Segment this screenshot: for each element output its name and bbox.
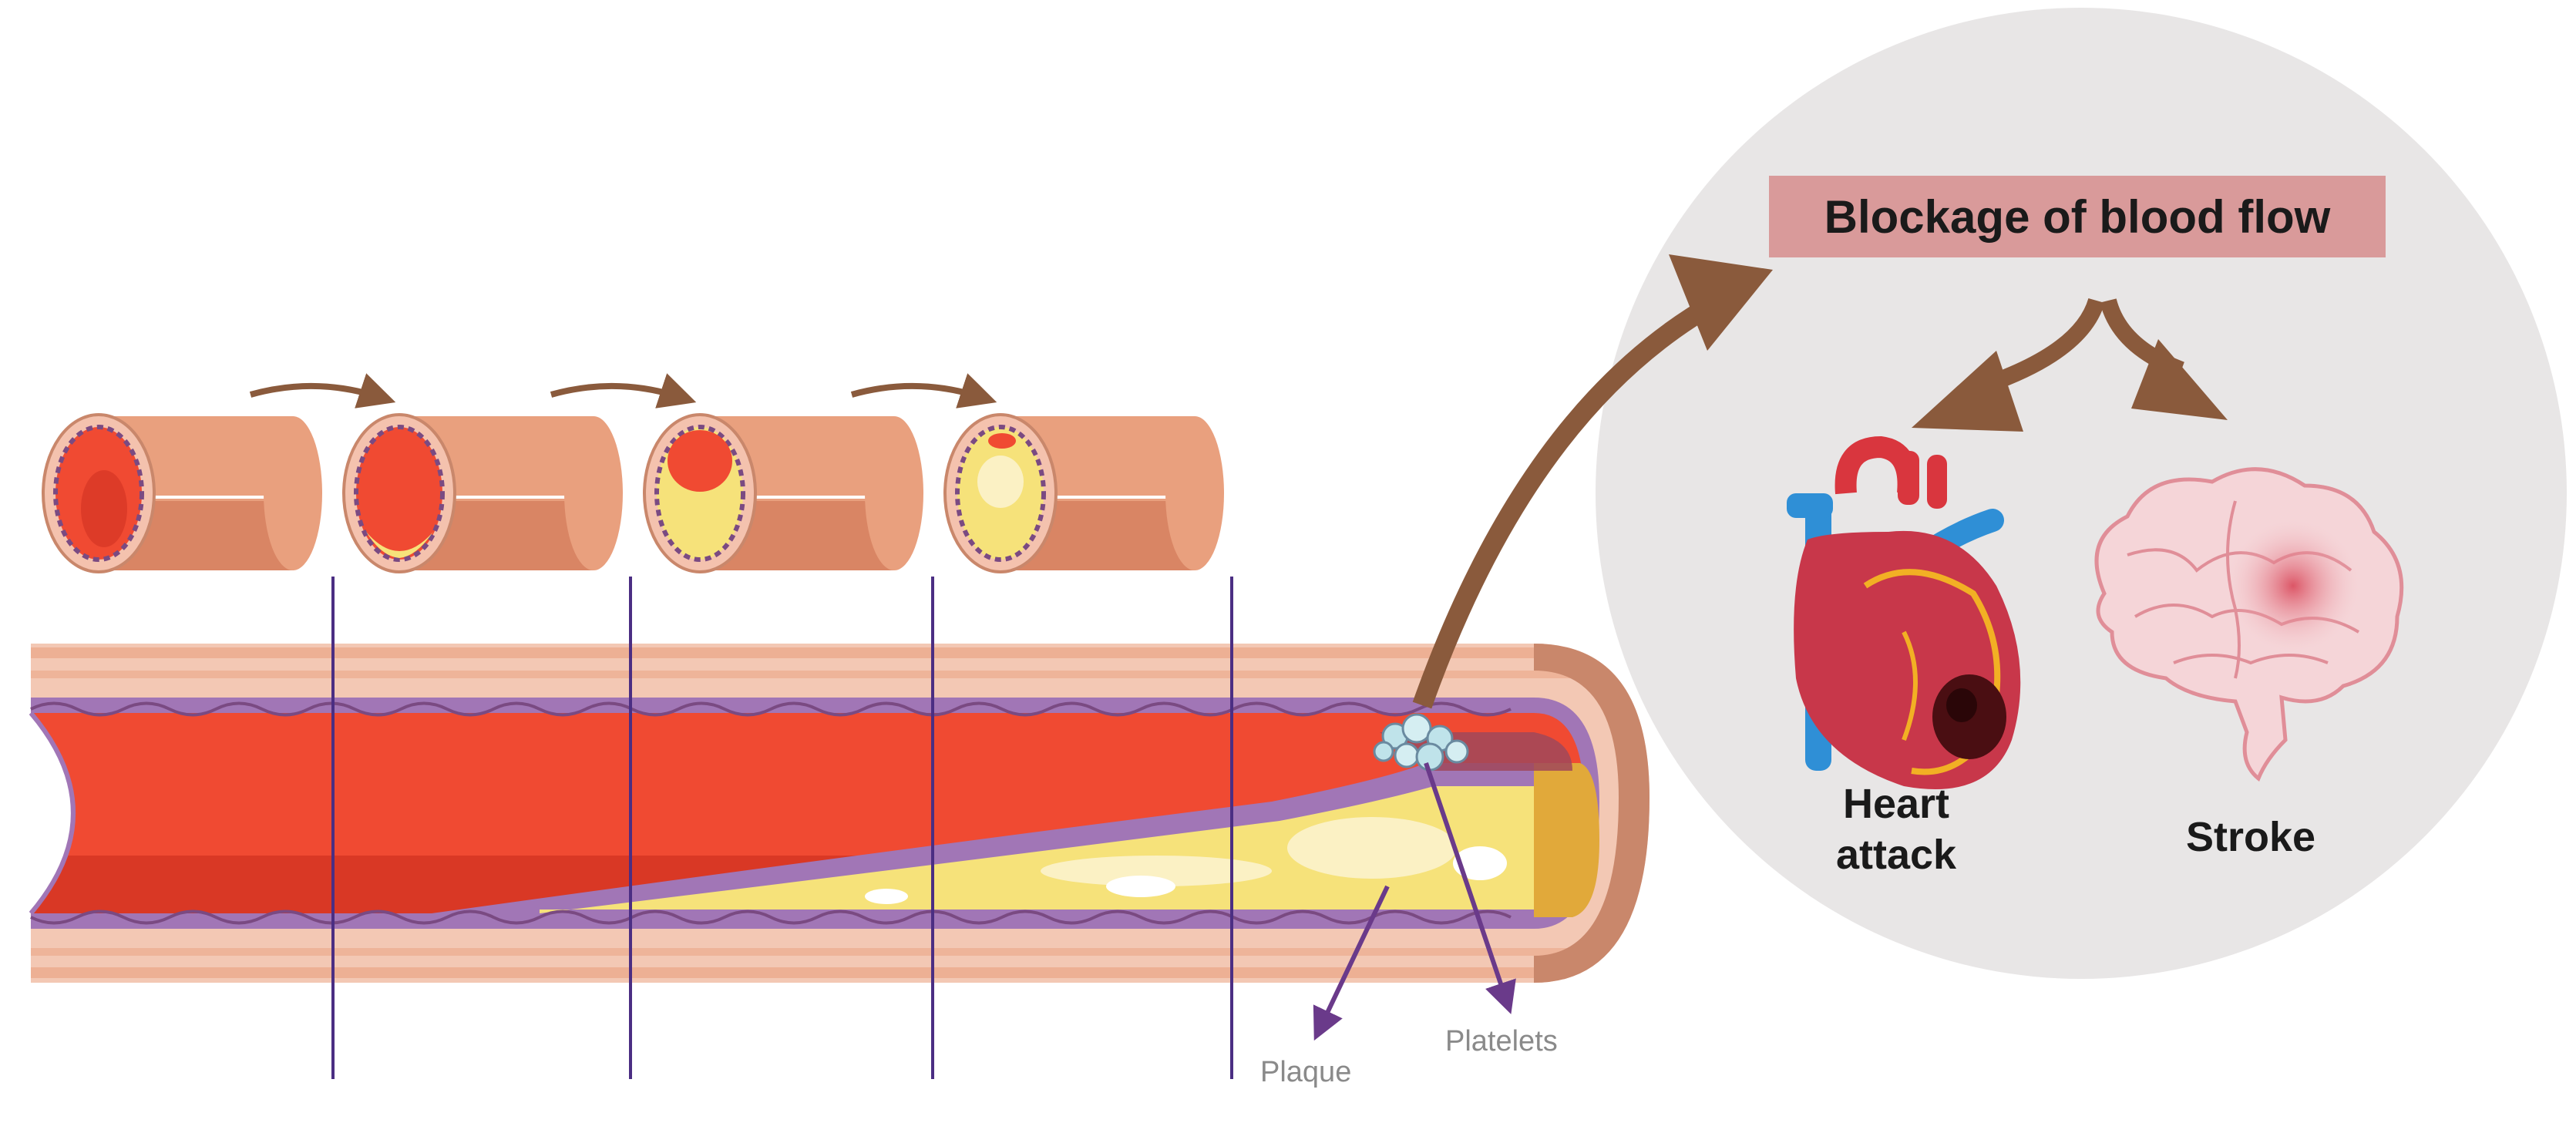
progression-arrow-3 — [850, 373, 997, 409]
brain-icon — [2094, 467, 2404, 782]
heart-attack-label-line2: attack — [1835, 832, 1957, 878]
stage-cylinder-1 — [42, 413, 322, 573]
plaque-callout-arrow — [1313, 885, 1390, 1041]
platelets-callout-arrow — [1424, 762, 1516, 1014]
branch-arrow-right-head — [2131, 339, 2228, 420]
blockage-curved-arrow — [1412, 287, 1732, 709]
title-box-bg — [1769, 176, 2386, 257]
heart-attack-label-line1: Heart — [1842, 781, 1950, 827]
stage-cylinder-2 — [342, 413, 623, 573]
heart-attack-label: Heart attack — [1834, 778, 1958, 880]
plaque-label: Plaque — [1260, 1056, 1352, 1088]
platelets-label: Platelets — [1445, 1025, 1558, 1057]
branch-arrow-left-head — [1912, 351, 2023, 432]
progression-arrow-1 — [249, 373, 396, 409]
blockage-title-box: Blockage of blood flow — [1769, 176, 2386, 257]
artery-longitudinal-section — [29, 644, 1650, 983]
progression-arrow-2 — [550, 373, 697, 409]
blockage-arrow-head — [1669, 254, 1773, 351]
heart-icon — [1787, 435, 2021, 789]
blockage-title: Blockage of blood flow — [1824, 190, 2331, 243]
stage-cylinder-3 — [643, 413, 923, 573]
stage-cylinder-4 — [943, 413, 1224, 573]
platelets-cluster — [1373, 713, 1469, 772]
outcome-panel-circle — [1596, 8, 2567, 979]
stroke-label: Stroke — [2185, 814, 2316, 860]
